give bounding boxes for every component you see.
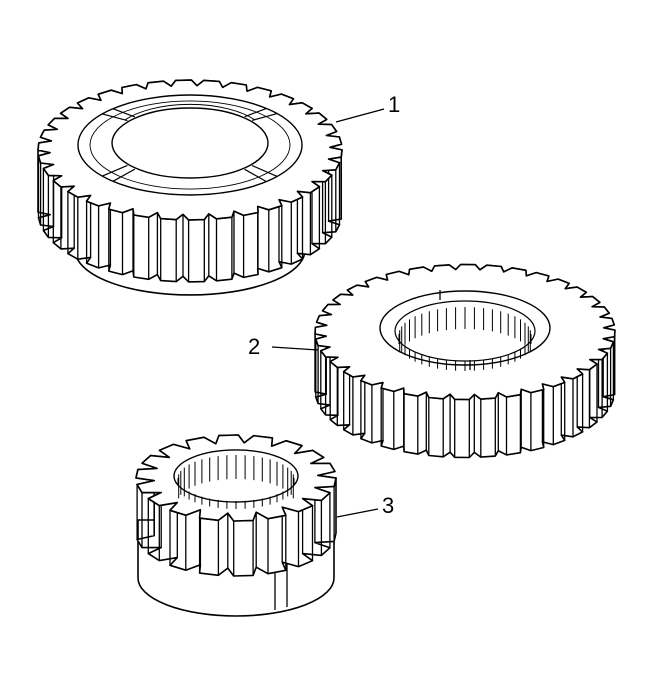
gear1-bore-shading-line xyxy=(124,103,256,121)
gear-1-with-hub-and-oil-slots xyxy=(37,79,343,296)
gear2-internal-splines xyxy=(398,307,532,371)
gear1-oil-slot-c xyxy=(251,165,278,177)
gear3-tooth-edges xyxy=(136,480,335,576)
gear1-oil-slot-c xyxy=(244,168,267,183)
gear3-internal-splines xyxy=(177,455,295,509)
gear2-tooth-edges xyxy=(315,336,616,458)
gear2-bore-step xyxy=(394,300,536,362)
callout-3: 3 xyxy=(382,493,395,518)
callout-leader-lines xyxy=(271,108,385,518)
leader-line-2 xyxy=(271,346,319,351)
gear1-ring-inner-step xyxy=(89,100,291,190)
gear1-oil-slot-a xyxy=(102,113,128,122)
gear-2-internally-splined-ring xyxy=(314,263,616,459)
gear1-oil-slot-d xyxy=(102,164,128,177)
callout-1: 1 xyxy=(388,92,401,117)
gear1-oil-slot-b xyxy=(244,107,267,118)
callout-2: 2 xyxy=(248,334,261,359)
gear-3-splined-sleeve xyxy=(135,434,337,617)
leader-line-3 xyxy=(336,508,379,518)
gear1-oil-slot-a xyxy=(112,108,136,118)
leader-line-1 xyxy=(335,108,385,123)
gear1-oil-slot-b xyxy=(252,113,278,121)
gear1-bore-opening xyxy=(111,107,269,179)
gear1-tooth-edges xyxy=(37,155,342,282)
gear1-oil-slot-d xyxy=(112,168,136,182)
